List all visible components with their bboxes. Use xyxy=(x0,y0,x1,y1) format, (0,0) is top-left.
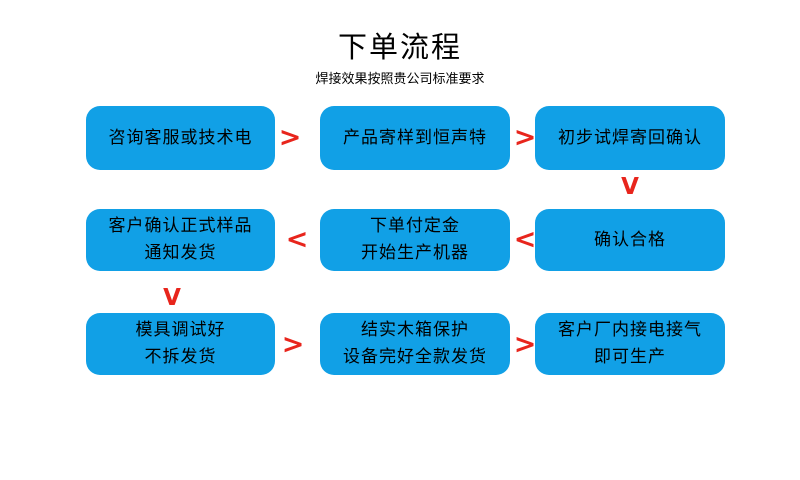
flow-node-label: 下单付定金 xyxy=(370,216,460,236)
flow-node-send-sample[interactable]: 产品寄样到恒声特 xyxy=(320,106,510,170)
arrow-right-icon: > xyxy=(278,122,302,153)
page-subtitle: 焊接效果按照贵公司标准要求 xyxy=(315,72,485,87)
flow-node-label: 通知发货 xyxy=(144,243,217,263)
flow-node-wooden-crate-shipping[interactable]: 结实木箱保护 设备完好全款发货 xyxy=(320,313,510,375)
chart-header: 下单流程 焊接效果按照贵公司标准要求 xyxy=(0,28,800,90)
flow-node-label: 初步试焊寄回确认 xyxy=(558,127,702,148)
flow-node-label: 咨询客服或技术电 xyxy=(108,127,253,148)
flow-node-label: 客户确认正式样品 xyxy=(108,216,253,236)
arrow-down-icon: V xyxy=(621,174,639,200)
flow-node-label: 不拆发货 xyxy=(144,347,217,367)
page-title: 下单流程 xyxy=(337,30,462,64)
flow-node-consult-service[interactable]: 咨询客服或技术电 xyxy=(86,106,275,170)
flow-node-label: 产品寄样到恒声特 xyxy=(343,127,487,148)
flow-node-label: 开始生产机器 xyxy=(361,243,469,263)
flow-node-label: 即可生产 xyxy=(594,347,666,367)
flow-node-confirm-qualified[interactable]: 确认合格 xyxy=(535,209,725,271)
arrow-right-icon: > xyxy=(513,122,537,153)
flow-node-label: 模具调试好 xyxy=(135,320,226,340)
flow-node-customer-confirm-sample[interactable]: 客户确认正式样品 通知发货 xyxy=(86,209,275,271)
flow-node-mold-tuned-no-disassembly[interactable]: 模具调试好 不拆发货 xyxy=(86,313,275,375)
flow-node-label: 结实木箱保护 xyxy=(361,320,469,340)
flow-node-onsite-power-gas-ready[interactable]: 客户厂内接电接气 即可生产 xyxy=(535,313,725,375)
arrow-down-icon: V xyxy=(163,285,181,311)
arrow-right-icon: > xyxy=(281,329,305,360)
flow-node-label: 确认合格 xyxy=(594,229,666,250)
flow-node-trial-weld-confirm[interactable]: 初步试焊寄回确认 xyxy=(535,106,725,170)
arrow-right-icon: > xyxy=(513,329,537,360)
flow-node-label: 客户厂内接电接气 xyxy=(558,320,702,340)
flow-node-deposit-start-production[interactable]: 下单付定金 开始生产机器 xyxy=(320,209,510,271)
flow-node-label: 设备完好全款发货 xyxy=(343,347,487,367)
arrow-left-icon: < xyxy=(285,224,309,255)
arrow-left-icon: < xyxy=(513,224,537,255)
